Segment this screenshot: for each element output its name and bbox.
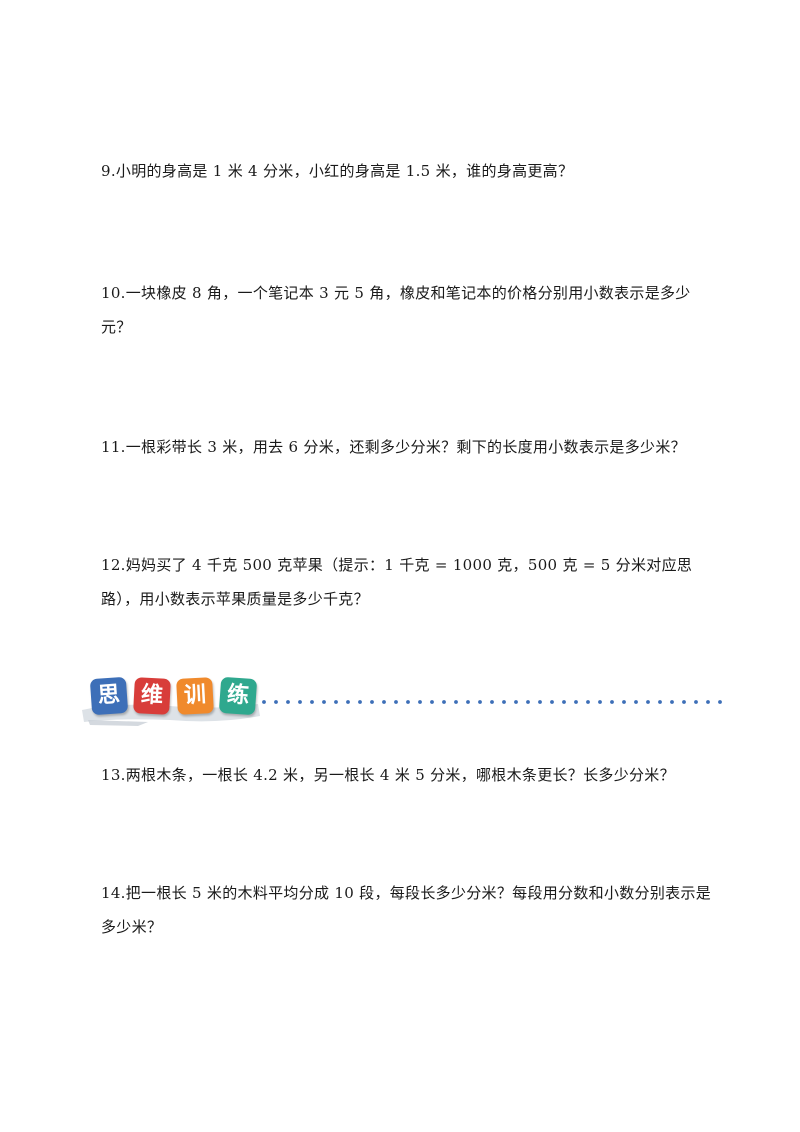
divider-dot: [490, 700, 494, 704]
section-tile-1: 思: [89, 676, 129, 716]
divider-dot: [262, 700, 266, 704]
divider-dot: [286, 700, 290, 704]
divider-dot: [622, 700, 626, 704]
divider-dot: [454, 700, 458, 704]
question-9: 9.小明的身高是 1 米 4 分米，小红的身高是 1.5 米，谁的身高更高？: [101, 162, 574, 180]
question-14: 14.把一根长 5 米的木料平均分成 10 段，每段长多少分米？每段用分数和小数…: [101, 884, 712, 936]
section-tile-3: 训: [176, 677, 214, 715]
question-10: 10.一块橡皮 8 角，一个笔记本 3 元 5 角，橡皮和笔记本的价格分别用小数…: [101, 284, 691, 336]
divider-dot: [538, 700, 542, 704]
divider-dot: [346, 700, 350, 704]
divider-dot: [682, 700, 686, 704]
divider-dot: [550, 700, 554, 704]
divider-dot: [394, 700, 398, 704]
divider-dot: [706, 700, 710, 704]
divider-dot: [334, 700, 338, 704]
dotted-divider-line: [262, 700, 722, 704]
divider-dot: [406, 700, 410, 704]
divider-dot: [370, 700, 374, 704]
divider-dot: [634, 700, 638, 704]
divider-dot: [382, 700, 386, 704]
section-tile-4: 练: [218, 676, 258, 716]
divider-dot: [658, 700, 662, 704]
divider-dot: [718, 700, 722, 704]
divider-dot: [574, 700, 578, 704]
question-12: 12.妈妈买了 4 千克 500 克苹果（提示：1 千克 = 1000 克，50…: [101, 556, 693, 608]
divider-dot: [670, 700, 674, 704]
question-11: 11.一根彩带长 3 米，用去 6 分米，还剩多少分米？剩下的长度用小数表示是多…: [101, 438, 686, 456]
section-tile-2: 维: [133, 677, 171, 715]
divider-dot: [466, 700, 470, 704]
divider-dot: [526, 700, 530, 704]
divider-dot: [358, 700, 362, 704]
divider-dot: [442, 700, 446, 704]
divider-dot: [562, 700, 566, 704]
divider-dot: [610, 700, 614, 704]
divider-dot: [646, 700, 650, 704]
divider-dot: [418, 700, 422, 704]
divider-dot: [694, 700, 698, 704]
divider-dot: [598, 700, 602, 704]
divider-dot: [274, 700, 278, 704]
divider-dot: [586, 700, 590, 704]
section-banner-thinking-training: 思 维 训 练: [78, 672, 728, 730]
divider-dot: [514, 700, 518, 704]
divider-dot: [298, 700, 302, 704]
divider-dot: [502, 700, 506, 704]
question-13: 13.两根木条，一根长 4.2 米，另一根长 4 米 5 分米，哪根木条更长？长…: [101, 766, 675, 784]
divider-dot: [478, 700, 482, 704]
divider-dot: [310, 700, 314, 704]
divider-dot: [322, 700, 326, 704]
divider-dot: [430, 700, 434, 704]
